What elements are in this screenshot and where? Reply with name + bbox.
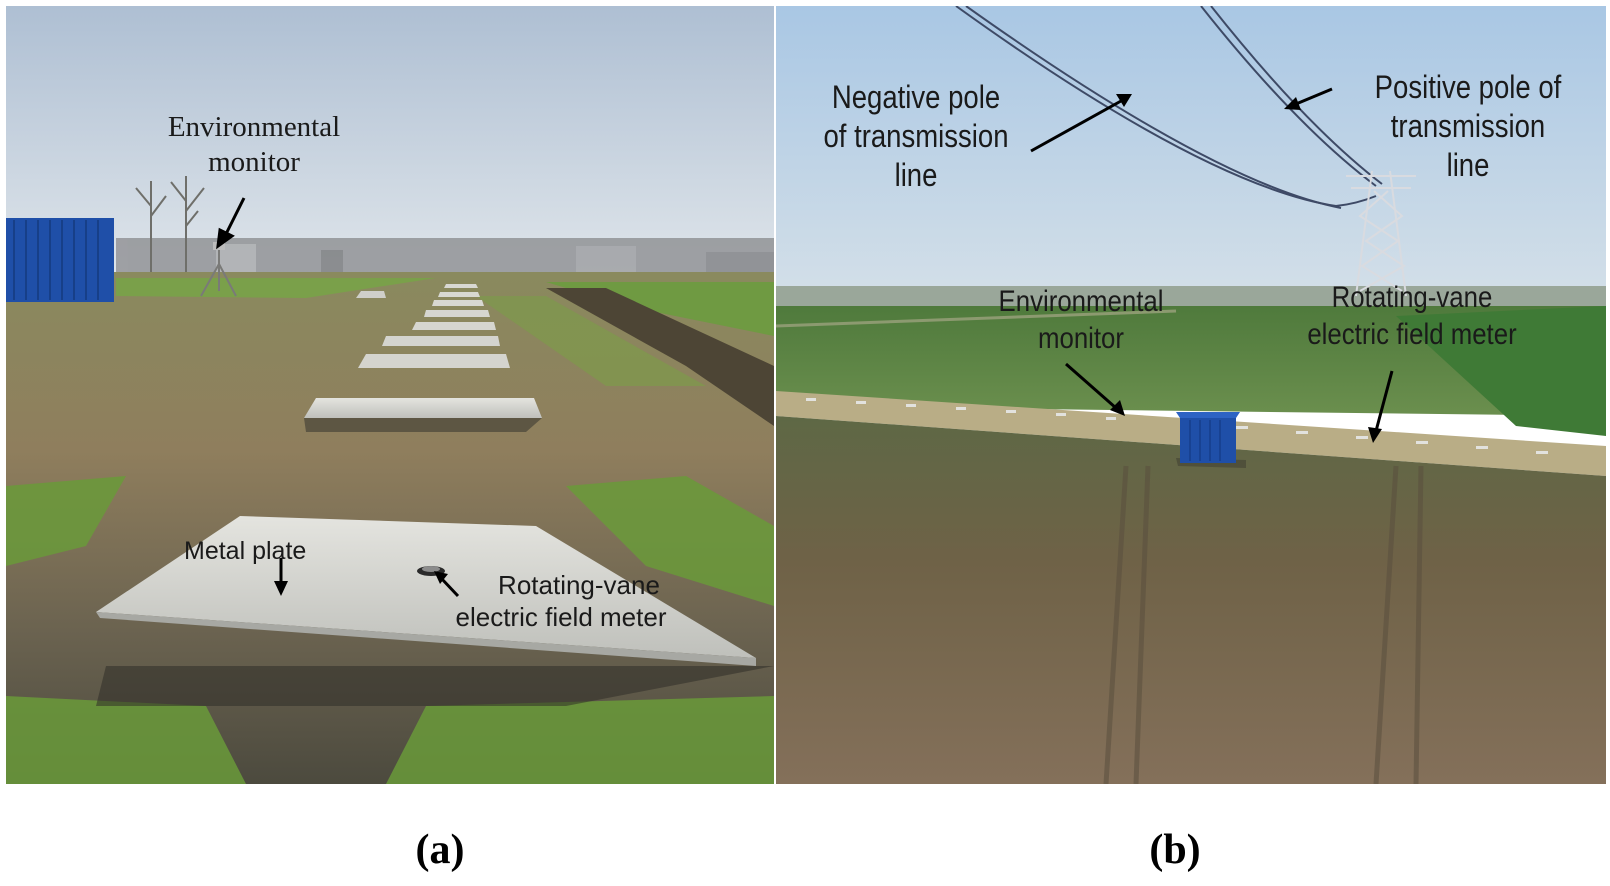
blue-container [1176, 412, 1246, 468]
sky [776, 6, 1606, 296]
plowed-soil [776, 416, 1606, 784]
transmission-tower [1346, 170, 1416, 297]
photo-panel-a: Environmental monitor Metal plate Rotati… [6, 6, 774, 784]
field-photo-a [6, 6, 774, 784]
annotation-arrows-a [216, 197, 460, 598]
green-field-left [116, 278, 436, 298]
grass-tufts [6, 476, 774, 784]
label-metal-plate: Metal plate [184, 537, 307, 565]
metal-plate [96, 516, 774, 706]
label-environmental-monitor-b: Environmental monitor [998, 285, 1164, 355]
transmission-conductors [955, 6, 1383, 209]
green-field [776, 306, 1606, 416]
label-negative-pole: Negative pole of transmission line [823, 79, 1009, 194]
label-field-meter-b: Rotating-vane electric field meter [1307, 281, 1517, 351]
label-field-meter-a: Rotating-vane electric field meter [455, 570, 667, 632]
blue-container [6, 218, 114, 302]
metal-plate-row [304, 284, 542, 432]
annotation-arrows-b [1030, 87, 1394, 443]
tire-tracks [1103, 465, 1424, 784]
caption-a: (a) [415, 827, 465, 873]
photo-panel-b: Negative pole of transmission line Posit… [776, 6, 1606, 784]
metal-plates-row-b [806, 398, 1548, 454]
sky [6, 6, 774, 276]
label-positive-pole: Positive pole of transmission line [1374, 69, 1562, 184]
label-environmental-monitor-a: Environmental monitor [167, 111, 341, 179]
caption-b: (b) [1149, 827, 1201, 873]
field-photo-b [776, 6, 1606, 784]
horizon-skyline [116, 238, 774, 274]
soil-strip-right [546, 288, 774, 426]
bare-trees [135, 176, 205, 278]
